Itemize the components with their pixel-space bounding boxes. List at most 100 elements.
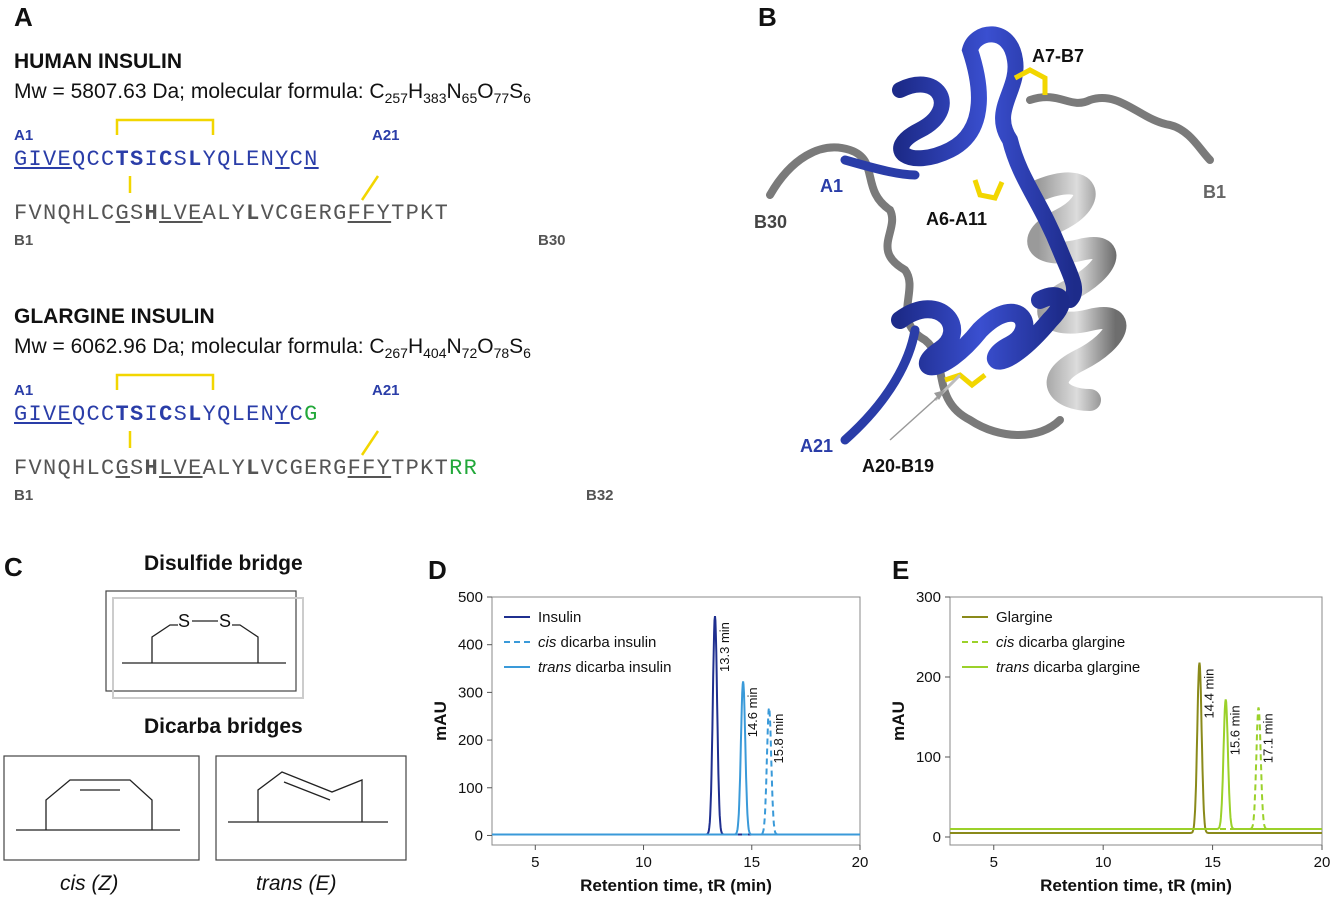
x-tick-label: 15 — [1204, 854, 1221, 871]
y-tick-label: 0 — [475, 827, 483, 844]
glargine-disulfide-links — [115, 373, 380, 456]
x-tick-label: 10 — [635, 854, 652, 871]
human-insulin-title: HUMAN INSULIN — [14, 50, 182, 73]
formula-element: H — [407, 335, 424, 358]
legend-label: trans dicarba insulin — [538, 659, 671, 676]
peak-label: 14.6 min — [745, 687, 760, 737]
trans-dicarba-diagram — [215, 755, 407, 861]
y-tick-label: 300 — [916, 589, 941, 606]
peak-label: 15.6 min — [1228, 705, 1243, 755]
label-a21: A21 — [800, 436, 833, 456]
label-a1: A1 — [820, 176, 843, 196]
formula-subscript: 78 — [493, 345, 510, 362]
human-chain-a: GIVEQCCTSICSLYQLENYCN — [14, 147, 319, 172]
formula-subscript: 257 — [384, 90, 408, 107]
formula-subscript: 383 — [423, 90, 447, 107]
insulin-3d-structure: A7-B7 A1 B1 B30 A6-A11 A21 A20-B19 — [754, 26, 1226, 476]
sulfur-atom-left: S — [178, 611, 190, 631]
formula-element: H — [407, 80, 424, 103]
panel-b-label: B — [758, 2, 777, 32]
formula-element: S — [509, 335, 524, 358]
x-tick-label: 15 — [743, 854, 760, 871]
human-a1-tag: A1 — [14, 127, 34, 144]
glargine-b1-tag: B1 — [14, 487, 34, 504]
glargine-chain-b: FVNQHLCGSHLVEALYLVCGERGFFYTPKTRR — [14, 456, 479, 481]
x-tick-label: 20 — [1314, 854, 1331, 871]
x-tick-label: 5 — [990, 854, 998, 871]
cis-dicarba-diagram — [3, 755, 200, 861]
human-chain-b: FVNQHLCGSHLVEALYLVCGERGFFYTPKT — [14, 201, 450, 226]
glargine-formula: C267H404N72O78S6 — [369, 335, 531, 362]
panel-c-label: C — [4, 552, 23, 582]
legend-label: cis dicarba glargine — [996, 634, 1125, 651]
glargine-b32-tag: B32 — [586, 487, 614, 504]
label-a6-a11: A6-A11 — [926, 209, 987, 229]
panel-d-label: D — [428, 555, 447, 585]
y-tick-label: 200 — [458, 732, 483, 749]
sulfur-atom-right: S — [219, 611, 231, 631]
glargine-title: GLARGINE INSULIN — [14, 305, 215, 328]
human-a21-tag: A21 — [372, 127, 400, 144]
y-tick-label: 100 — [458, 780, 483, 797]
y-axis-label: mAU — [889, 701, 908, 741]
y-tick-label: 300 — [458, 684, 483, 701]
human-disulfide-links — [115, 118, 380, 201]
y-tick-label: 500 — [458, 589, 483, 606]
human-b30-tag: B30 — [538, 232, 566, 249]
formula-subscript: 6 — [523, 90, 531, 107]
x-axis-label: Retention time, tR (min) — [580, 876, 772, 895]
y-tick-label: 400 — [458, 637, 483, 654]
legend-label: trans dicarba glargine — [996, 659, 1140, 676]
plot-area — [949, 596, 1323, 846]
y-axis-label: mAU — [431, 701, 450, 741]
human-b1-tag: B1 — [14, 232, 34, 249]
formula-element: O — [477, 80, 494, 103]
formula-element: C — [369, 80, 385, 103]
label-b1: B1 — [1203, 182, 1226, 202]
series-line — [950, 699, 1322, 830]
glargine-mw-text: Mw = 6062.96 Da; molecular formula: — [14, 335, 370, 358]
formula-element: N — [446, 335, 462, 358]
x-axis-label: Retention time, tR (min) — [1040, 876, 1232, 895]
x-tick-label: 10 — [1095, 854, 1112, 871]
y-tick-label: 100 — [916, 749, 941, 766]
glargine-b-mod: RR — [449, 456, 479, 481]
panel-a-label: A — [14, 2, 33, 32]
glargine-a1-tag: A1 — [14, 382, 34, 399]
formula-subscript: 6 — [523, 345, 531, 362]
y-tick-label: 200 — [916, 669, 941, 686]
series-line — [950, 662, 1322, 834]
human-formula-line: Mw = 5807.63 Da; molecular formula: C257… — [14, 80, 531, 106]
peak-label: 13.3 min — [717, 622, 732, 672]
label-a7-b7: A7-B7 — [1032, 46, 1084, 66]
disulfide-diagram: S S — [105, 590, 304, 699]
formula-element: N — [446, 80, 462, 103]
trans-label: trans (E) — [256, 872, 337, 895]
label-a20-b19: A20-B19 — [862, 456, 934, 476]
formula-subscript: 65 — [461, 90, 478, 107]
formula-element: O — [477, 335, 494, 358]
human-mw-text: Mw = 5807.63 Da; molecular formula: — [14, 80, 370, 103]
x-tick-label: 20 — [852, 854, 869, 871]
formula-element: S — [509, 80, 524, 103]
formula-subscript: 72 — [461, 345, 478, 362]
formula-subscript: 77 — [493, 90, 510, 107]
cis-label: cis (Z) — [60, 872, 119, 895]
peak-label: 15.8 min — [771, 714, 786, 764]
formula-subscript: 404 — [423, 345, 447, 362]
formula-element: C — [369, 335, 385, 358]
peak-label: 14.4 min — [1201, 669, 1216, 719]
x-tick-label: 5 — [531, 854, 539, 871]
disulfide-title: Disulfide bridge — [144, 552, 303, 575]
peak-label: 17.1 min — [1261, 713, 1276, 763]
glargine-a21-tag: A21 — [372, 382, 400, 399]
glargine-formula-line: Mw = 6062.96 Da; molecular formula: C267… — [14, 335, 531, 361]
glargine-chain-a: GIVEQCCTSICSLYQLENYCG — [14, 402, 319, 427]
legend-label: cis dicarba insulin — [538, 634, 656, 651]
series-line — [492, 681, 860, 836]
glargine-a21-mod: G — [304, 402, 319, 427]
label-b30: B30 — [754, 212, 787, 232]
human-formula: C257H383N65O77S6 — [369, 80, 531, 107]
